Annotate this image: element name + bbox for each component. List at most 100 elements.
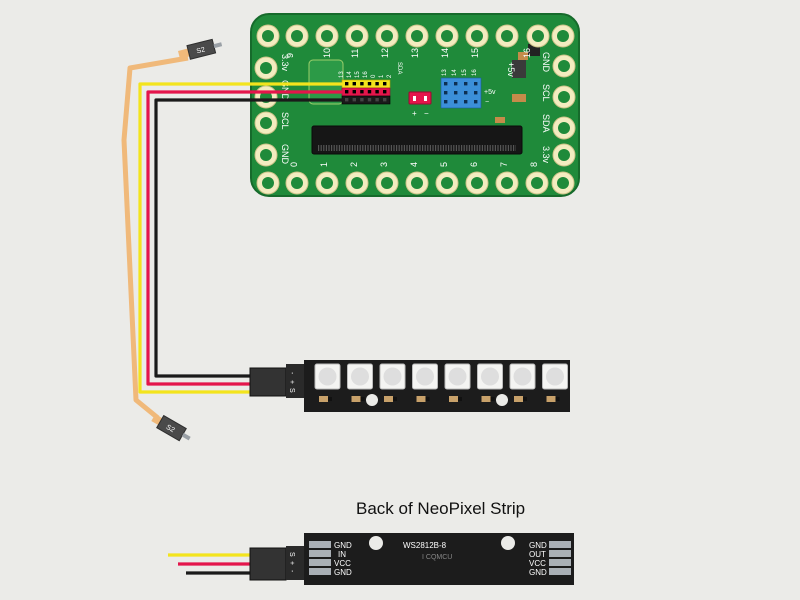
back-left-pin-gnd-1: GND xyxy=(334,541,352,550)
strip-header-plug xyxy=(249,367,287,397)
smd-gap xyxy=(393,397,397,401)
header-pin xyxy=(345,98,349,102)
blue-header-pin xyxy=(464,100,468,104)
neopixel-led-lens xyxy=(416,367,434,386)
bottom-pad xyxy=(525,171,549,195)
header-col-label-15: 15 xyxy=(355,71,361,78)
power-minus-label: − xyxy=(424,109,429,118)
pin-label-1: 1 xyxy=(319,162,329,167)
header-col-label-16: 16 xyxy=(363,71,369,78)
blue-header-pin xyxy=(444,91,448,95)
right-pin-column xyxy=(552,54,576,167)
smd-gap xyxy=(425,397,430,401)
smd-gap xyxy=(523,397,527,401)
blue-header-pin xyxy=(444,82,448,86)
header-pin xyxy=(352,90,356,94)
power-jumper: + − xyxy=(408,91,432,118)
smd-gap xyxy=(360,397,365,401)
strip-pin-plus: + xyxy=(288,380,295,384)
back-view-title: Back of NeoPixel Strip xyxy=(356,499,525,518)
neopixel-led-lens xyxy=(448,367,467,386)
pin-label-3: 3 xyxy=(379,162,389,167)
blue-header-pin xyxy=(454,91,458,95)
header-pin xyxy=(367,98,372,102)
blue-header-pin xyxy=(464,91,468,95)
back-pad-right xyxy=(549,568,571,575)
back-header-label-plus: + xyxy=(288,561,295,565)
header-pin xyxy=(383,98,387,102)
bottom-pad xyxy=(551,171,575,195)
neopixel-led-lens xyxy=(318,367,337,386)
blue-header-pin xyxy=(454,82,458,86)
top-pad xyxy=(405,24,429,48)
smd-capacitor xyxy=(481,396,491,402)
top-pad xyxy=(551,24,575,48)
mounting-hole xyxy=(366,394,378,406)
pin-label-7: 7 xyxy=(499,162,509,167)
tan-jumper-wire xyxy=(121,55,189,420)
header-pin xyxy=(360,98,364,102)
header-col-label-13: 13 xyxy=(339,71,345,78)
yellow-signal-wire xyxy=(138,82,344,394)
smd-gap xyxy=(555,397,560,401)
bottom-pad xyxy=(405,171,429,195)
back-pad-right xyxy=(549,550,571,557)
pin-label-2: 2 xyxy=(349,162,359,167)
pin-label-5: 5 xyxy=(439,162,449,167)
header-pin xyxy=(375,98,379,102)
blue-label-13: 13 xyxy=(442,69,448,76)
bottom-pad xyxy=(315,171,339,195)
header-pin xyxy=(345,90,349,94)
power-plus-label: + xyxy=(412,109,417,118)
blue-header-pin xyxy=(454,100,458,104)
blue-header-pin xyxy=(474,91,478,95)
right-label-scl: SCL xyxy=(541,84,551,102)
left-pin-column xyxy=(254,56,278,167)
back-right-pin-gnd-1: GND xyxy=(529,541,547,550)
back-right-pin-vcc: VCC xyxy=(529,559,546,568)
smd-capacitor xyxy=(449,396,458,402)
strip-pin-minus: - xyxy=(288,372,295,375)
smd-capacitor xyxy=(384,396,393,402)
left-label-3v3: 3.3v xyxy=(280,54,290,72)
jumper-bottom-label: S2 xyxy=(165,424,176,434)
left-label-scl: SCL xyxy=(280,112,290,130)
pin-label-9: 9 xyxy=(285,53,295,58)
right-pad xyxy=(552,54,576,78)
right-label-gnd-top: GND xyxy=(541,52,551,73)
right-pad xyxy=(552,85,576,109)
microbit-breakout-board: 9 10 11 12 13 14 15 +5v 16 0 1 2 3 4 5 6… xyxy=(250,13,580,197)
blue-label-14: 14 xyxy=(452,69,458,76)
top-pin-row xyxy=(256,24,575,48)
bottom-pad xyxy=(345,171,369,195)
back-header-label-minus: - xyxy=(288,570,295,573)
back-pad-left xyxy=(309,568,331,575)
right-pad xyxy=(552,143,576,167)
header-pin xyxy=(360,82,364,86)
pin-label-4: 4 xyxy=(409,162,419,167)
left-pad xyxy=(254,85,278,109)
header-pin xyxy=(383,82,387,86)
top-pad xyxy=(285,24,309,48)
pin-label-5v: +5v xyxy=(506,62,516,77)
smd-capacitor xyxy=(351,396,361,402)
smd-capacitor xyxy=(546,396,556,402)
header-pin xyxy=(367,82,372,86)
chip-label: WS2812B-8 xyxy=(403,541,447,550)
back-left-pin-in: IN xyxy=(338,550,346,559)
left-label-gnd-bottom: GND xyxy=(280,144,290,165)
top-pad xyxy=(465,24,489,48)
pin-label-16: 16 xyxy=(522,48,532,58)
header-pin xyxy=(375,82,379,86)
back-pad-left xyxy=(309,550,331,557)
servo-header: SDA 13 14 15 16 0 1 2 xyxy=(339,62,402,105)
back-wires xyxy=(168,553,254,575)
pin-label-14: 14 xyxy=(440,48,450,58)
pin-label-6: 6 xyxy=(469,162,479,167)
bottom-pad xyxy=(285,171,309,195)
smd-capacitor xyxy=(514,396,523,402)
left-pad xyxy=(254,143,278,167)
mounting-hole xyxy=(496,394,508,406)
pin-label-11: 11 xyxy=(350,49,360,58)
